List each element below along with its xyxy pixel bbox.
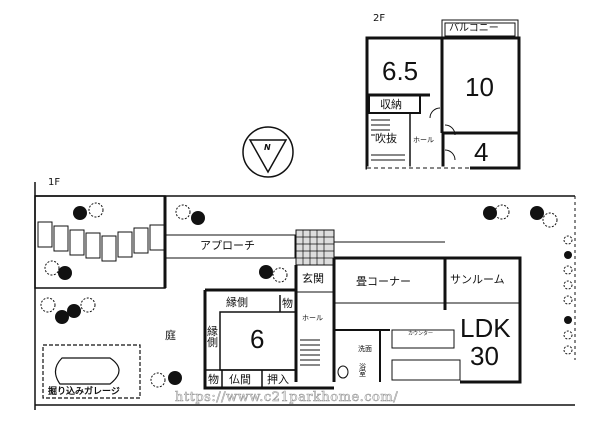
japanese-room-label: 6 [250, 324, 265, 354]
void-label: 吹抜 [375, 132, 397, 145]
shrubs [40, 202, 573, 388]
storage-label: 収納 [380, 98, 402, 111]
compass-icon [242, 126, 294, 178]
entrance-label: 玄関 [302, 272, 324, 285]
room-4-label: 4 [474, 137, 489, 167]
butsuma-label: 仏間 [229, 373, 251, 386]
bath-label: 浴室 [359, 363, 366, 378]
veranda-side-label: 縁側 [207, 325, 218, 349]
room-6-5-label: 6.5 [382, 56, 419, 86]
floor1-label: 1F [48, 177, 61, 188]
ldk-size-label: 30 [470, 341, 499, 371]
oshiire-label: 押入 [267, 373, 289, 386]
floor1-walls [203, 229, 522, 390]
garage-label: 掘り込みガレージ [48, 387, 120, 397]
veranda-top-label: 縁側 [226, 296, 248, 309]
floor1-hall-label: ホール [302, 314, 323, 322]
trees [55, 206, 572, 385]
sunroom-label: サンルーム [450, 273, 505, 286]
watermark: https://www.c21parkhome.com/ [175, 390, 399, 406]
storage-top-label: 物 [282, 297, 293, 310]
room-10-label: 10 [465, 72, 494, 102]
tatami-corner-label: 畳コーナー [356, 275, 411, 288]
storage-bottom-label: 物 [208, 373, 219, 386]
approach-label: アプローチ [200, 239, 255, 252]
floor1-site [34, 182, 576, 410]
washroom-label: 洗面 [358, 345, 372, 353]
floor2-label: 2F [373, 13, 386, 24]
balcony-label: バルコニー [449, 23, 499, 34]
compass-north-label: N [264, 143, 271, 152]
garden-label: 庭 [165, 329, 176, 342]
floor2-walls [365, 19, 521, 170]
ldk-label: LDK [460, 313, 511, 343]
floor2-hall-label: ホール [413, 136, 434, 144]
counter-label: カウンター [408, 331, 434, 337]
